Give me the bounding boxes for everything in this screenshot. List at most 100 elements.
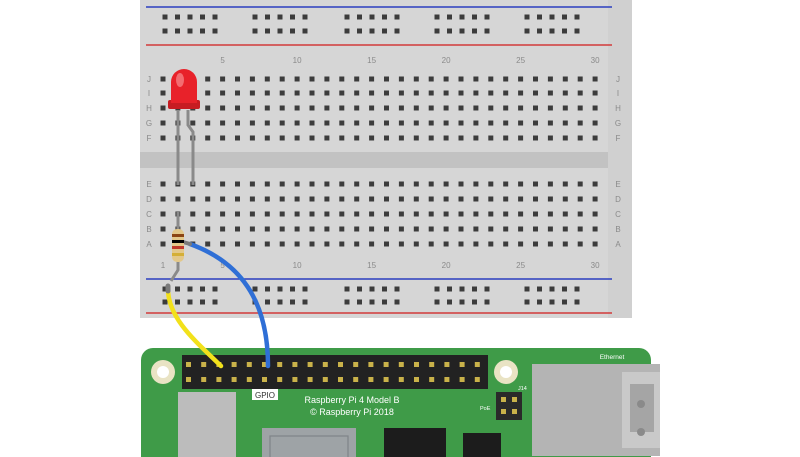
breadboard-hole: [443, 135, 449, 141]
gpio-pin: [474, 377, 480, 382]
breadboard-hole: [160, 120, 166, 126]
rail-hole: [549, 286, 555, 292]
breadboard-hole: [458, 135, 464, 141]
breadboard-hole: [562, 196, 568, 202]
breadboard-hole: [220, 105, 226, 111]
breadboard-hole: [249, 181, 255, 187]
breadboard-hole: [413, 120, 419, 126]
column-number-top: 30: [591, 56, 600, 65]
row-letter: J: [147, 75, 151, 84]
breadboard-hole: [488, 226, 494, 232]
model-label: Raspberry Pi 4 Model B: [304, 395, 399, 405]
breadboard-hole: [518, 135, 524, 141]
gpio-pin: [338, 362, 343, 367]
breadboard-hole: [413, 90, 419, 96]
breadboard-hole: [398, 241, 404, 247]
rail-hole: [369, 286, 375, 292]
rail-hole: [252, 286, 258, 292]
breadboard-hole: [249, 241, 255, 247]
rail-hole: [302, 28, 308, 34]
breadboard-hole: [458, 105, 464, 111]
resistor-body: [172, 229, 184, 262]
gpio-pin: [444, 377, 450, 382]
ethernet-led-bottom: [637, 428, 645, 436]
resistor-lead-bottom: [169, 260, 180, 282]
rail-hole: [394, 299, 400, 305]
breadboard-hole: [428, 76, 434, 82]
breadboard-hole: [384, 120, 389, 126]
breadboard-hole: [324, 226, 330, 232]
breadboard-hole: [562, 241, 568, 247]
blue-wire: [187, 241, 271, 369]
column-number-bottom: 30: [591, 261, 600, 270]
breadboard-hole: [488, 90, 494, 96]
row-letter: E: [146, 180, 151, 189]
breadboard-hole: [339, 76, 345, 82]
breadboard-hole: [473, 181, 479, 187]
breadboard-hole: [339, 181, 345, 187]
gpio-pin: [277, 362, 283, 367]
breadboard-hole: [473, 105, 479, 111]
breadboard-hole: [384, 181, 389, 187]
breadboard-hole: [324, 196, 330, 202]
breadboard-hole: [249, 196, 255, 202]
breadboard-hole: [428, 120, 434, 126]
breadboard-hole: [294, 105, 300, 111]
breadboard-hole: [592, 241, 598, 247]
breadboard-hole: [369, 196, 375, 202]
breadboard-hole: [592, 226, 598, 232]
rail-hole: [175, 28, 180, 34]
rail-hole: [524, 286, 530, 292]
row-letter: J: [616, 75, 620, 84]
breadboard-holes: [160, 14, 598, 305]
breadboard-hole: [398, 105, 404, 111]
gpio-pin: [398, 362, 404, 367]
rail-hole: [524, 28, 530, 34]
breadboard-hole: [562, 76, 568, 82]
resistor-band-4: [172, 253, 184, 256]
breadboard-hole: [533, 211, 538, 217]
breadboard-hole: [279, 120, 285, 126]
breadboard-hole: [503, 196, 509, 202]
soc-heatsink: [262, 428, 356, 457]
rail-hole: [200, 299, 205, 305]
breadboard-hole: [384, 241, 389, 247]
breadboard-hole: [518, 105, 524, 111]
breadboard-hole: [294, 120, 300, 126]
breadboard-hole: [398, 120, 404, 126]
breadboard-hole: [428, 241, 434, 247]
breadboard-hole: [294, 181, 300, 187]
breadboard-hole: [384, 90, 389, 96]
rail-hole: [537, 28, 542, 34]
rail-hole: [459, 14, 465, 20]
breadboard-hole: [413, 241, 419, 247]
breadboard-hole: [279, 196, 285, 202]
column-number-bottom: 5: [220, 261, 225, 270]
breadboard-hole: [398, 135, 404, 141]
breadboard-hole: [413, 196, 419, 202]
rail-hole: [484, 28, 490, 34]
rail-hole: [472, 14, 477, 20]
rail-hole: [357, 28, 362, 34]
rail-hole: [549, 299, 555, 305]
breadboard-hole: [443, 241, 449, 247]
gpio-pin: [459, 362, 465, 367]
breadboard-hole: [592, 105, 598, 111]
breadboard-hole: [533, 76, 538, 82]
column-number-bottom: 25: [516, 261, 525, 270]
breadboard-hole: [577, 211, 583, 217]
breadboard-hole: [249, 76, 255, 82]
rail-hole: [175, 286, 180, 292]
breadboard-hole: [220, 76, 226, 82]
j14-label: J14: [518, 386, 527, 392]
breadboard-hole: [577, 90, 583, 96]
rail-hole: [537, 14, 542, 20]
breadboard-hole: [547, 120, 553, 126]
rail-hole: [369, 14, 375, 20]
breadboard-hole: [533, 120, 538, 126]
rail-hole: [290, 299, 295, 305]
rail-hole: [447, 28, 452, 34]
breadboard-hole: [160, 241, 166, 247]
breadboard-hole: [279, 226, 285, 232]
breadboard-hole: [339, 211, 345, 217]
